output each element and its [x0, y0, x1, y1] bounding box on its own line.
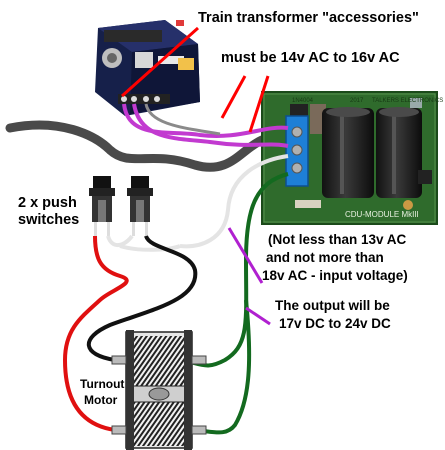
push-switch-right: [127, 176, 153, 236]
white-output-wire: [179, 154, 289, 249]
output-voltage-line1: The output will be: [275, 298, 390, 313]
power-cable: [5, 120, 267, 172]
white-switch-wire: [106, 234, 134, 247]
red-wire: [62, 235, 129, 432]
input-voltage-line2: and not more than: [266, 250, 384, 265]
transformer-label: Train transformer "accessories": [198, 10, 419, 26]
gray-wire-1: [144, 103, 221, 136]
switches-label-line1: 2 x push: [18, 195, 77, 211]
magenta-wire-1: [122, 103, 289, 138]
motor-label-line2: Motor: [84, 393, 118, 407]
board-maker-label: TALKERS ELECTRONICS: [372, 98, 444, 104]
train-transformer: [95, 20, 200, 116]
board-module-label: CDU-MODULE MkIII: [345, 210, 419, 219]
white-switch-wire-2: [119, 244, 181, 252]
voltage-requirement-label: must be 14v AC to 16v AC: [221, 50, 400, 66]
board-year-label: 2017: [350, 98, 364, 104]
black-wire: [86, 234, 198, 362]
input-voltage-pointer: [227, 227, 264, 284]
green-motor-wire-2: [189, 299, 252, 435]
transformer-pointer: [120, 26, 200, 98]
input-voltage-line1: (Not less than 13v AC: [268, 232, 407, 247]
board-part-label: 1N4004: [292, 98, 314, 104]
cdu-module-board: [261, 91, 438, 225]
output-voltage-line2: 17v DC to 24v DC: [279, 316, 391, 331]
motor-label-line1: Turnout: [80, 377, 125, 391]
input-voltage-line3: 18v AC - input voltage): [262, 268, 408, 283]
push-switch-left: [89, 176, 115, 236]
switches-label-line2: switches: [18, 212, 80, 228]
voltage-pointer-1: [220, 75, 247, 119]
turnout-motor: [111, 330, 207, 450]
magenta-wire-2: [132, 103, 289, 148]
voltage-pointer-2: [248, 75, 270, 133]
output-voltage-pointer: [245, 306, 271, 326]
